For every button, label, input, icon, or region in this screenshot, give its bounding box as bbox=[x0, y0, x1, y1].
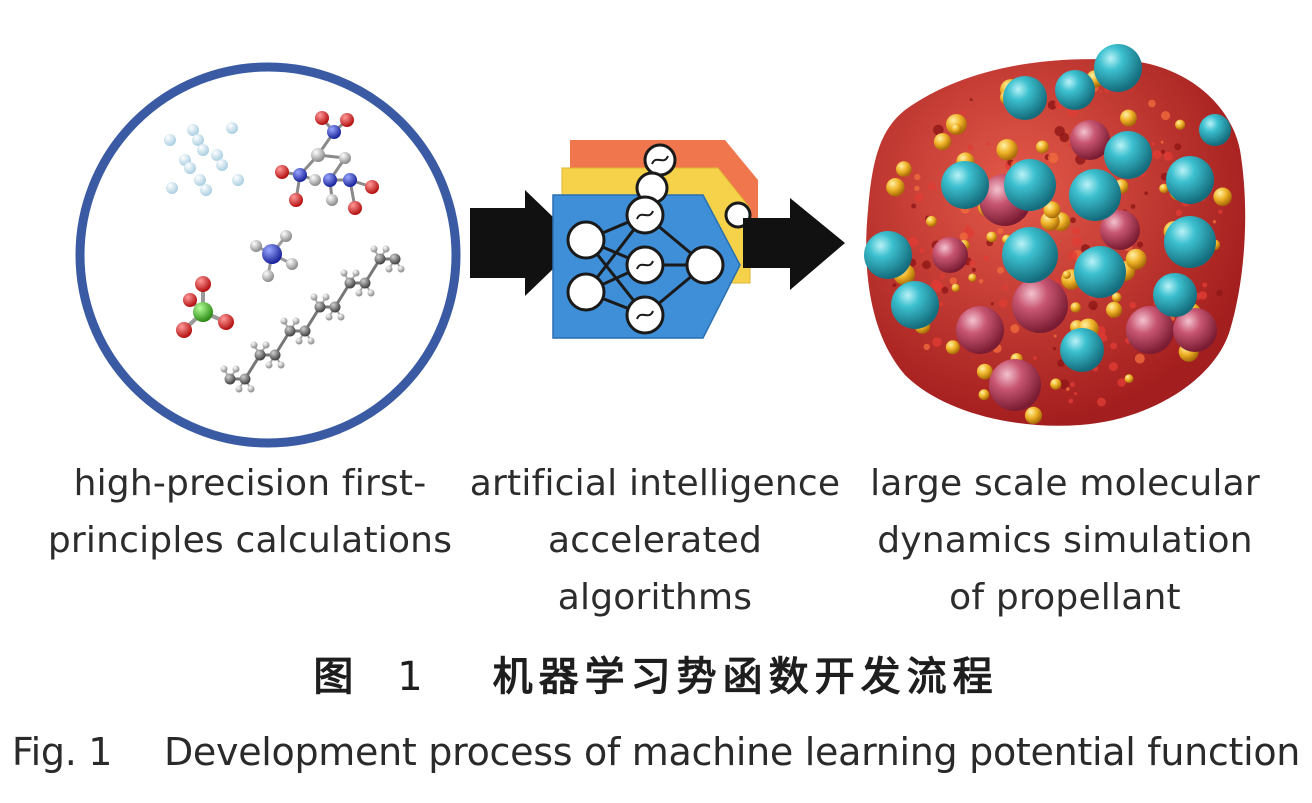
propellant-cluster bbox=[864, 44, 1246, 426]
caption-line: dynamics simulation bbox=[877, 520, 1253, 561]
caption-line: accelerated algorithms bbox=[547, 520, 763, 618]
perchlorate-molecule bbox=[176, 276, 234, 338]
caption-md-simulation: large scale molecular dynamics simulatio… bbox=[855, 455, 1275, 626]
caption-line: high-precision first- bbox=[73, 463, 427, 504]
ammonium-molecule bbox=[250, 230, 298, 282]
caption-ai-algorithms: artificial intelligence accelerated algo… bbox=[455, 455, 855, 626]
figure-caption-english: Fig. 1 Development process of machine le… bbox=[0, 730, 1312, 774]
teal-spheres bbox=[864, 44, 1231, 372]
figure-title-en: Development process of machine learning … bbox=[163, 730, 1301, 774]
caption-line: large scale molecular bbox=[870, 463, 1260, 504]
caption-line: of propellant bbox=[949, 577, 1181, 618]
arrow-right-icon bbox=[743, 198, 845, 290]
activation-icons bbox=[636, 155, 669, 320]
process-diagram bbox=[75, 44, 1246, 448]
figure-label-en: Fig. 1 bbox=[11, 730, 113, 774]
neural-network-stack bbox=[552, 140, 758, 339]
nitro-atoms bbox=[275, 111, 379, 215]
figure-title-cn: 机器学习势函数开发流程 bbox=[492, 654, 999, 700]
figure-caption-chinese: 图 1 机器学习势函数开发流程 bbox=[0, 644, 1312, 702]
figure-label-cn: 图 bbox=[313, 654, 360, 700]
caption-line: principles calculations bbox=[47, 520, 453, 561]
molecules-circle bbox=[75, 62, 461, 448]
water-cluster bbox=[164, 122, 244, 196]
caption-line: artificial intelligence bbox=[469, 463, 841, 504]
figure-number-cn: 1 bbox=[397, 654, 429, 700]
caption-first-principles: high-precision first- principles calcula… bbox=[40, 455, 460, 569]
hydrocarbon-chain bbox=[220, 245, 405, 393]
